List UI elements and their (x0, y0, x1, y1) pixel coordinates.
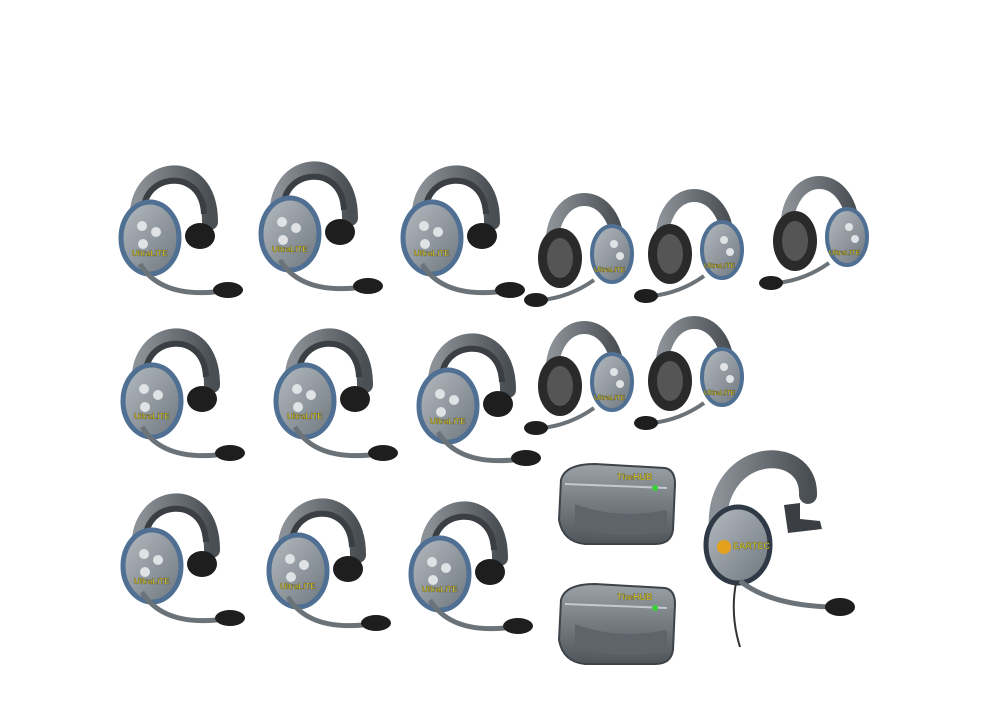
single-ear-headset-shape (123, 501, 245, 626)
single-ear-headset-shape (419, 341, 541, 466)
double-ear-headset: UltraLITE (524, 328, 632, 436)
single-ear-headset: UltraLITE (261, 169, 383, 294)
single-ear-headset: UltraLITE (123, 336, 245, 461)
brand-logo-text: UltraLITE (414, 249, 450, 258)
double-ear-headset: UltraLITE (759, 183, 867, 291)
single-ear-headset: UltraLITE (121, 173, 243, 298)
single-ear-headset: UltraLITE (419, 341, 541, 466)
single-ear-headset: UltraLITE (403, 173, 525, 298)
brand-logo-text: UltraLITE (430, 417, 466, 426)
single-ear-headset-shape (403, 173, 525, 298)
double-ear-headset-shape (524, 328, 632, 436)
single-ear-headset-shape (276, 336, 398, 461)
brand-logo-text: UltraLITE (594, 395, 625, 402)
brand-logo-text: UltraLITE (287, 412, 323, 421)
brand-logo-text: TheHUB (617, 472, 653, 482)
single-ear-headset-shape (123, 336, 245, 461)
single-ear-headset-shape (121, 173, 243, 298)
single-ear-headset-shape (411, 509, 533, 634)
hub-unit: TheHUB (558, 463, 676, 545)
brand-logo-text: UltraLITE (280, 582, 316, 591)
single-ear-headset: UltraLITE (123, 501, 245, 626)
single-ear-headset: UltraLITE (276, 336, 398, 461)
double-ear-headset-shape (759, 183, 867, 291)
double-ear-headset-shape (524, 200, 632, 308)
brand-logo-text: EARTEC (733, 541, 771, 551)
brand-logo-text: UltraLITE (594, 267, 625, 274)
brand-logo-text: UltraLITE (422, 585, 458, 594)
max-headset-shape (706, 459, 855, 647)
double-ear-headset: UltraLITE (524, 200, 632, 308)
single-ear-headset: UltraLITE (269, 506, 391, 631)
brand-logo-text: UltraLITE (132, 249, 168, 258)
double-ear-headset-shape (634, 196, 742, 304)
single-ear-headset-shape (269, 506, 391, 631)
brand-logo-text: UltraLITE (134, 412, 170, 421)
brand-logo-text: UltraLITE (829, 250, 860, 257)
brand-logo-text: UltraLITE (704, 263, 735, 270)
double-ear-headset-shape (634, 323, 742, 431)
double-ear-headset: UltraLITE (634, 196, 742, 304)
brand-logo-text: TheHUB (617, 592, 653, 602)
single-ear-headset: UltraLITE (411, 509, 533, 634)
max-headset: EARTEC (706, 459, 855, 647)
single-ear-headset-shape (261, 169, 383, 294)
double-ear-headset: UltraLITE (634, 323, 742, 431)
hub-unit: TheHUB (558, 583, 676, 665)
brand-logo-text: UltraLITE (272, 245, 308, 254)
brand-logo-text: UltraLITE (134, 577, 170, 586)
brand-logo-text: UltraLITE (704, 390, 735, 397)
